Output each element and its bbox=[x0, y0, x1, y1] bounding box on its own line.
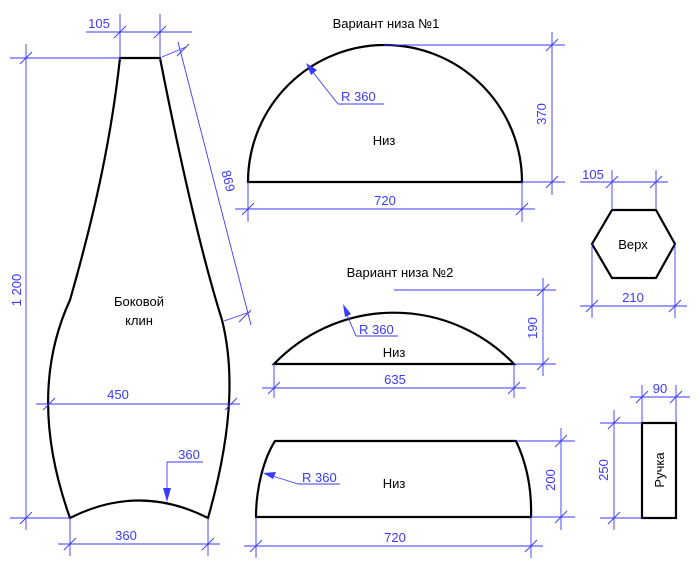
bottom-v3-radius: R 360 bbox=[263, 470, 340, 485]
bottom-v2-height-dim: 190 bbox=[394, 278, 556, 376]
bottom-v1-radius-text: R 360 bbox=[341, 89, 376, 104]
side-panel: Боковой клин 105 869 1 200 bbox=[9, 14, 252, 556]
side-arc-dim-text: 360 bbox=[178, 447, 200, 462]
handle-piece: Ручка 90 250 bbox=[596, 381, 690, 530]
handle-height-dim: 250 bbox=[596, 410, 642, 530]
side-top-dim-text: 105 bbox=[88, 16, 110, 31]
side-top-dimension: 105 bbox=[86, 14, 192, 60]
bottom-v1-height-dim: 370 bbox=[384, 32, 565, 195]
top-side-dim: 105 bbox=[580, 167, 668, 210]
side-height-dimension: 1 200 bbox=[9, 44, 120, 530]
radius-arrow-icon bbox=[343, 304, 351, 317]
bottom-v3-width-text: 720 bbox=[384, 530, 406, 545]
side-bottom-dim-text: 360 bbox=[115, 528, 137, 543]
side-mid-dim-text: 450 bbox=[107, 387, 129, 402]
bottom-variant-2: Вариант низа №2 Низ R 360 190 635 bbox=[262, 265, 556, 398]
arc-arrow-icon bbox=[163, 488, 171, 502]
bottom-v1-height-text: 370 bbox=[534, 103, 549, 125]
top-piece-label: Верх bbox=[618, 237, 648, 252]
bottom-v3-width-dim: 720 bbox=[244, 517, 543, 558]
bottom-v1-width-text: 720 bbox=[374, 193, 396, 208]
bottom-variant-1: Вариант низа №1 Низ R 360 370 720 bbox=[235, 16, 565, 222]
bottom-v1-outline bbox=[246, 43, 524, 184]
bottom-v1-title: Вариант низа №1 bbox=[333, 16, 440, 31]
side-slant-dimension: 869 bbox=[161, 41, 252, 326]
bottom-v2-outline bbox=[271, 311, 517, 366]
bottom-v2-width-dim: 635 bbox=[262, 364, 526, 398]
side-panel-outline bbox=[46, 56, 231, 520]
handle-outline bbox=[640, 421, 678, 520]
bottom-variant-3: Низ R 360 200 720 bbox=[244, 428, 575, 558]
handle-width-dim-text: 90 bbox=[653, 381, 667, 396]
bottom-v1-width-dim: 720 bbox=[235, 182, 535, 222]
side-mid-dimension: 450 bbox=[36, 387, 240, 411]
bottom-v3-height-dim: 200 bbox=[516, 428, 575, 530]
bottom-v1-radius: R 360 bbox=[306, 63, 384, 105]
handle-width-dim: 90 bbox=[630, 381, 690, 423]
top-piece: Верх 105 210 bbox=[580, 167, 687, 318]
bottom-v2-radius: R 360 bbox=[343, 304, 398, 337]
bottom-v2-radius-text: R 360 bbox=[359, 322, 394, 337]
bottom-v2-label: Низ bbox=[383, 345, 406, 360]
bottom-v3-radius-text: R 360 bbox=[302, 470, 337, 485]
top-width-dim-text: 210 bbox=[622, 290, 644, 305]
bottom-v2-width-text: 635 bbox=[384, 372, 406, 387]
side-bottom-dimension: 360 bbox=[58, 518, 220, 556]
side-panel-label-line1: Боковой bbox=[114, 294, 164, 309]
side-height-dim-text: 1 200 bbox=[9, 274, 24, 307]
bottom-v1-label: Низ bbox=[373, 133, 396, 148]
side-panel-label-line2: клин bbox=[125, 313, 153, 328]
radius-arrow-icon bbox=[306, 63, 317, 75]
side-arc-dimension: 360 bbox=[163, 447, 203, 502]
radius-arrow-icon bbox=[263, 472, 276, 479]
bottom-v2-height-text: 190 bbox=[525, 317, 540, 339]
top-side-dim-text: 105 bbox=[582, 167, 604, 182]
handle-label: Ручка bbox=[652, 452, 667, 488]
side-slant-dim-text: 869 bbox=[218, 169, 238, 194]
handle-height-dim-text: 250 bbox=[596, 459, 611, 481]
bottom-v3-label: Низ bbox=[383, 476, 406, 491]
bottom-v2-title: Вариант низа №2 bbox=[347, 265, 454, 280]
bottom-v3-height-text: 200 bbox=[543, 469, 558, 491]
top-width-dim: 210 bbox=[580, 244, 687, 318]
